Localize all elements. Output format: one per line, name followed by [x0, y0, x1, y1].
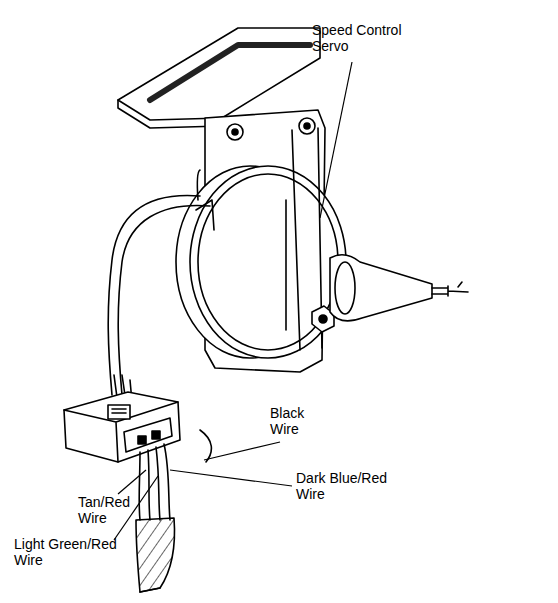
connector-terminal	[138, 436, 146, 444]
servo-nozzle	[330, 255, 432, 321]
part-label: Light Green/Red Wire	[14, 536, 130, 568]
leader-line	[118, 470, 146, 494]
part-label: Black Wire	[270, 405, 318, 437]
servo-body	[190, 166, 346, 358]
servo-harness	[108, 195, 200, 395]
bracket-bolt	[299, 118, 315, 134]
bracket-bolt	[227, 124, 243, 140]
output-wires	[139, 430, 211, 520]
part-label: Speed Control Servo	[312, 22, 412, 54]
connector-terminal	[152, 431, 160, 439]
part-label: Tan/Red Wire	[78, 494, 138, 526]
wire-bundle	[136, 518, 174, 592]
leader-line	[320, 62, 352, 218]
mounting-plate	[118, 28, 320, 120]
leader-line	[170, 470, 292, 486]
servo-clamp	[196, 170, 214, 230]
plate-shading	[150, 45, 310, 100]
part-label: Dark Blue/Red Wire	[296, 470, 400, 502]
connector-latch	[108, 405, 130, 419]
connector-body	[64, 392, 180, 462]
leader-line	[204, 442, 280, 460]
actuator-cable	[432, 282, 468, 296]
